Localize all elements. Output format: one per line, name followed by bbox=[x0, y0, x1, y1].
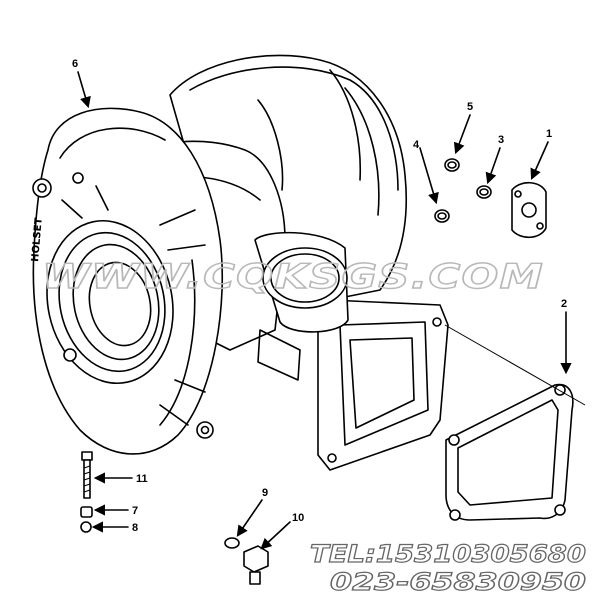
alignment-line bbox=[444, 324, 586, 406]
contact-phone-landline: 023-65830950 bbox=[330, 568, 586, 596]
sealing-ring-5 bbox=[444, 158, 460, 172]
oil-inlet-gasket bbox=[511, 181, 547, 239]
callout-2: 2 bbox=[561, 298, 567, 310]
callout-arrows bbox=[77, 71, 572, 550]
contact-phone-mobile: TEL:15310305680 bbox=[310, 540, 586, 568]
callout-10: 10 bbox=[292, 512, 304, 524]
spacer-sleeve bbox=[80, 506, 93, 518]
callout-labels: 1 2 3 4 5 6 7 8 9 10 11 bbox=[72, 58, 567, 534]
drain-plug-washer bbox=[224, 537, 240, 549]
turbine-flange-gasket bbox=[445, 383, 574, 521]
callout-7: 7 bbox=[132, 505, 138, 517]
watermark-url: WWW.CQKSGS.COM bbox=[42, 257, 544, 297]
turbine-housing bbox=[169, 54, 408, 301]
sealing-ring-4 bbox=[434, 209, 450, 223]
callout-9: 9 bbox=[262, 487, 268, 499]
callout-6: 6 bbox=[72, 58, 78, 70]
holset-cast-logo: HOLSET bbox=[30, 217, 45, 262]
callout-3: 3 bbox=[498, 134, 504, 146]
callout-1: 1 bbox=[546, 128, 552, 140]
bolt bbox=[81, 451, 93, 499]
sealing-ring-3 bbox=[476, 185, 492, 199]
turbocharger-assembly: HOLSET bbox=[30, 54, 449, 471]
callout-4: 4 bbox=[413, 139, 420, 151]
nut bbox=[80, 521, 92, 533]
callout-5: 5 bbox=[467, 101, 473, 113]
callout-8: 8 bbox=[132, 522, 138, 534]
drain-plug bbox=[243, 545, 269, 585]
callout-11: 11 bbox=[136, 473, 148, 485]
